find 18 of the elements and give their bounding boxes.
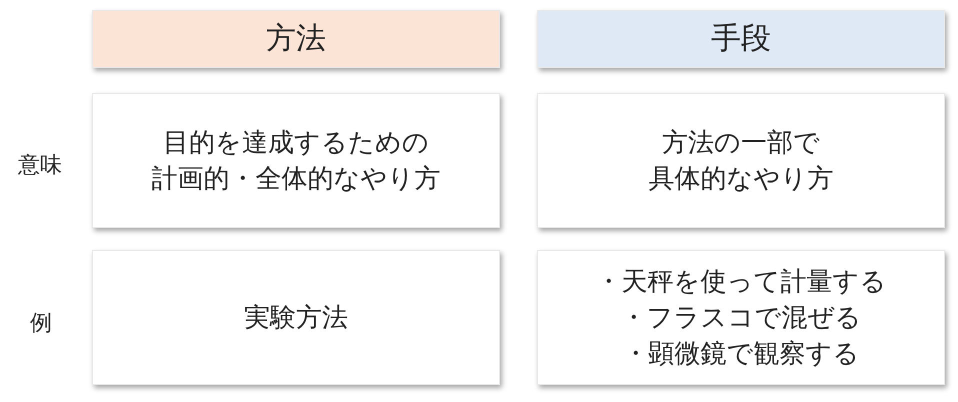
row-label: 意味 [18, 152, 62, 180]
cell-text: 方法の一部で [662, 126, 820, 160]
cell-text: 目的を達成するための [163, 126, 429, 160]
list-item: ・顕微鏡で観察する [622, 338, 860, 370]
list-item: ・フラスコで混ぜる [620, 302, 862, 334]
table-cell [537, 93, 945, 228]
cell-text: 具体的なやり方 [648, 162, 834, 196]
column-header [92, 10, 500, 68]
header-text: 手段 [711, 21, 771, 57]
list-item: ・天秤を使って計量する [596, 266, 886, 298]
table-cell [92, 93, 500, 228]
table-cell [92, 250, 500, 385]
row-label: 例 [30, 310, 52, 338]
table-cell [537, 250, 945, 385]
cell-text: 計画的・全体的なやり方 [152, 162, 440, 196]
column-header [537, 10, 945, 68]
cell-text: 実験方法 [244, 302, 348, 334]
header-text: 方法 [266, 21, 326, 57]
